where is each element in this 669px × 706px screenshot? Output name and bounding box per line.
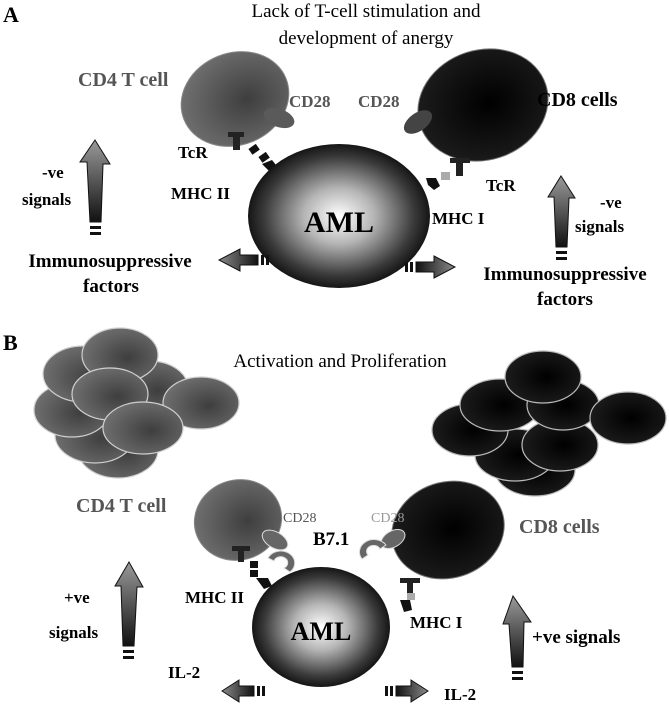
positive-signals-left-line1: +ve xyxy=(64,588,90,607)
aml-cell-b xyxy=(252,567,390,687)
tcr-label-left: TcR xyxy=(178,143,208,162)
mhc-ii-label-a: MHC II xyxy=(171,184,230,203)
immunosuppressive-factors-left-line2: factors xyxy=(83,276,139,297)
peptide-b-left-2 xyxy=(250,570,258,577)
b7-1-label: B7.1 xyxy=(313,529,349,550)
mhc-i-label-a: MHC I xyxy=(432,209,485,228)
positive-signals-right: +ve signals xyxy=(532,627,620,648)
negative-signals-left-line2: signals xyxy=(22,190,72,209)
mhc-i-molecule-b xyxy=(400,600,412,612)
cd28-receptor-right xyxy=(403,110,433,134)
peptide-b-right xyxy=(407,593,415,600)
cd28-receptor-b-left xyxy=(261,529,289,551)
panel-b-letter: B xyxy=(3,330,18,355)
il2-arrow-left xyxy=(221,679,265,703)
il2-label-left: IL-2 xyxy=(168,663,200,682)
tcr-receptor-b-right xyxy=(400,578,420,596)
tcr-receptor-b-left xyxy=(232,546,250,562)
panel-a-title-line1: Lack of T-cell stimulation and xyxy=(251,1,481,22)
cd4-t-cell xyxy=(180,51,290,147)
positive-signals-left-line2: signals xyxy=(49,623,99,642)
positive-signal-arrow-left xyxy=(114,560,144,659)
peptide-left-2 xyxy=(258,151,270,163)
aml-cell-a xyxy=(248,144,430,288)
panel-b-title: Activation and Proliferation xyxy=(233,351,447,372)
cd4-cell-cluster xyxy=(33,327,240,479)
panel-a-title-line2: development of anergy xyxy=(279,28,454,49)
b7-1-ligand-left xyxy=(267,550,296,573)
cd8-cell-cluster xyxy=(431,350,667,497)
mhc-ii-label-b: MHC II xyxy=(185,588,244,607)
peptide-left-1 xyxy=(248,143,260,155)
mhc-i-label-b: MHC I xyxy=(410,613,463,632)
immunosuppressive-factors-left-line1: Immunosuppressive xyxy=(28,251,191,272)
positive-signal-arrow-right xyxy=(502,594,532,680)
panel-a-letter: A xyxy=(3,2,19,27)
negative-signals-right-line2: signals xyxy=(575,217,625,236)
tcr-receptor-left xyxy=(228,132,244,150)
il2-label-right: IL-2 xyxy=(444,685,476,704)
b7-1-ligand-right xyxy=(358,539,387,560)
mhc-ii-molecule-b xyxy=(256,578,272,589)
immunosuppressive-arrow-left xyxy=(217,248,269,272)
cd8-cells-label: CD8 cells xyxy=(537,89,618,111)
aml-label-a: AML xyxy=(304,206,374,239)
peptide-b-left-1 xyxy=(250,561,258,568)
cd28-label-b-left: CD28 xyxy=(283,511,316,526)
peptide-right xyxy=(441,172,450,180)
mhc-i-molecule xyxy=(426,178,440,190)
cd8-cells-label-b: CD8 cells xyxy=(519,516,600,538)
cd28-label-b-right: CD28 xyxy=(371,511,404,526)
tcr-receptor-right xyxy=(450,158,470,176)
negative-signals-right-line1: -ve xyxy=(600,193,622,212)
cd4-t-cell-label: CD4 T cell xyxy=(78,69,169,91)
cd28-receptor-left xyxy=(263,107,295,129)
il2-arrow-right xyxy=(385,679,429,703)
negative-signal-arrow-right xyxy=(547,175,576,260)
aml-label-b: AML xyxy=(291,617,352,646)
cd28-label-left: CD28 xyxy=(289,92,331,111)
immunosuppressive-arrow-right xyxy=(405,255,457,279)
negative-signal-arrow-left xyxy=(79,139,111,235)
tcr-label-right: TcR xyxy=(486,176,516,195)
immunosuppressive-factors-right-line2: factors xyxy=(537,289,593,310)
cd4-t-cell-label-b: CD4 T cell xyxy=(76,495,167,517)
cd28-label-right: CD28 xyxy=(358,92,400,111)
immunosuppressive-factors-right-line1: Immunosuppressive xyxy=(483,264,646,285)
cd4-t-cell-b xyxy=(193,479,283,561)
negative-signals-left-line1: -ve xyxy=(42,163,64,182)
